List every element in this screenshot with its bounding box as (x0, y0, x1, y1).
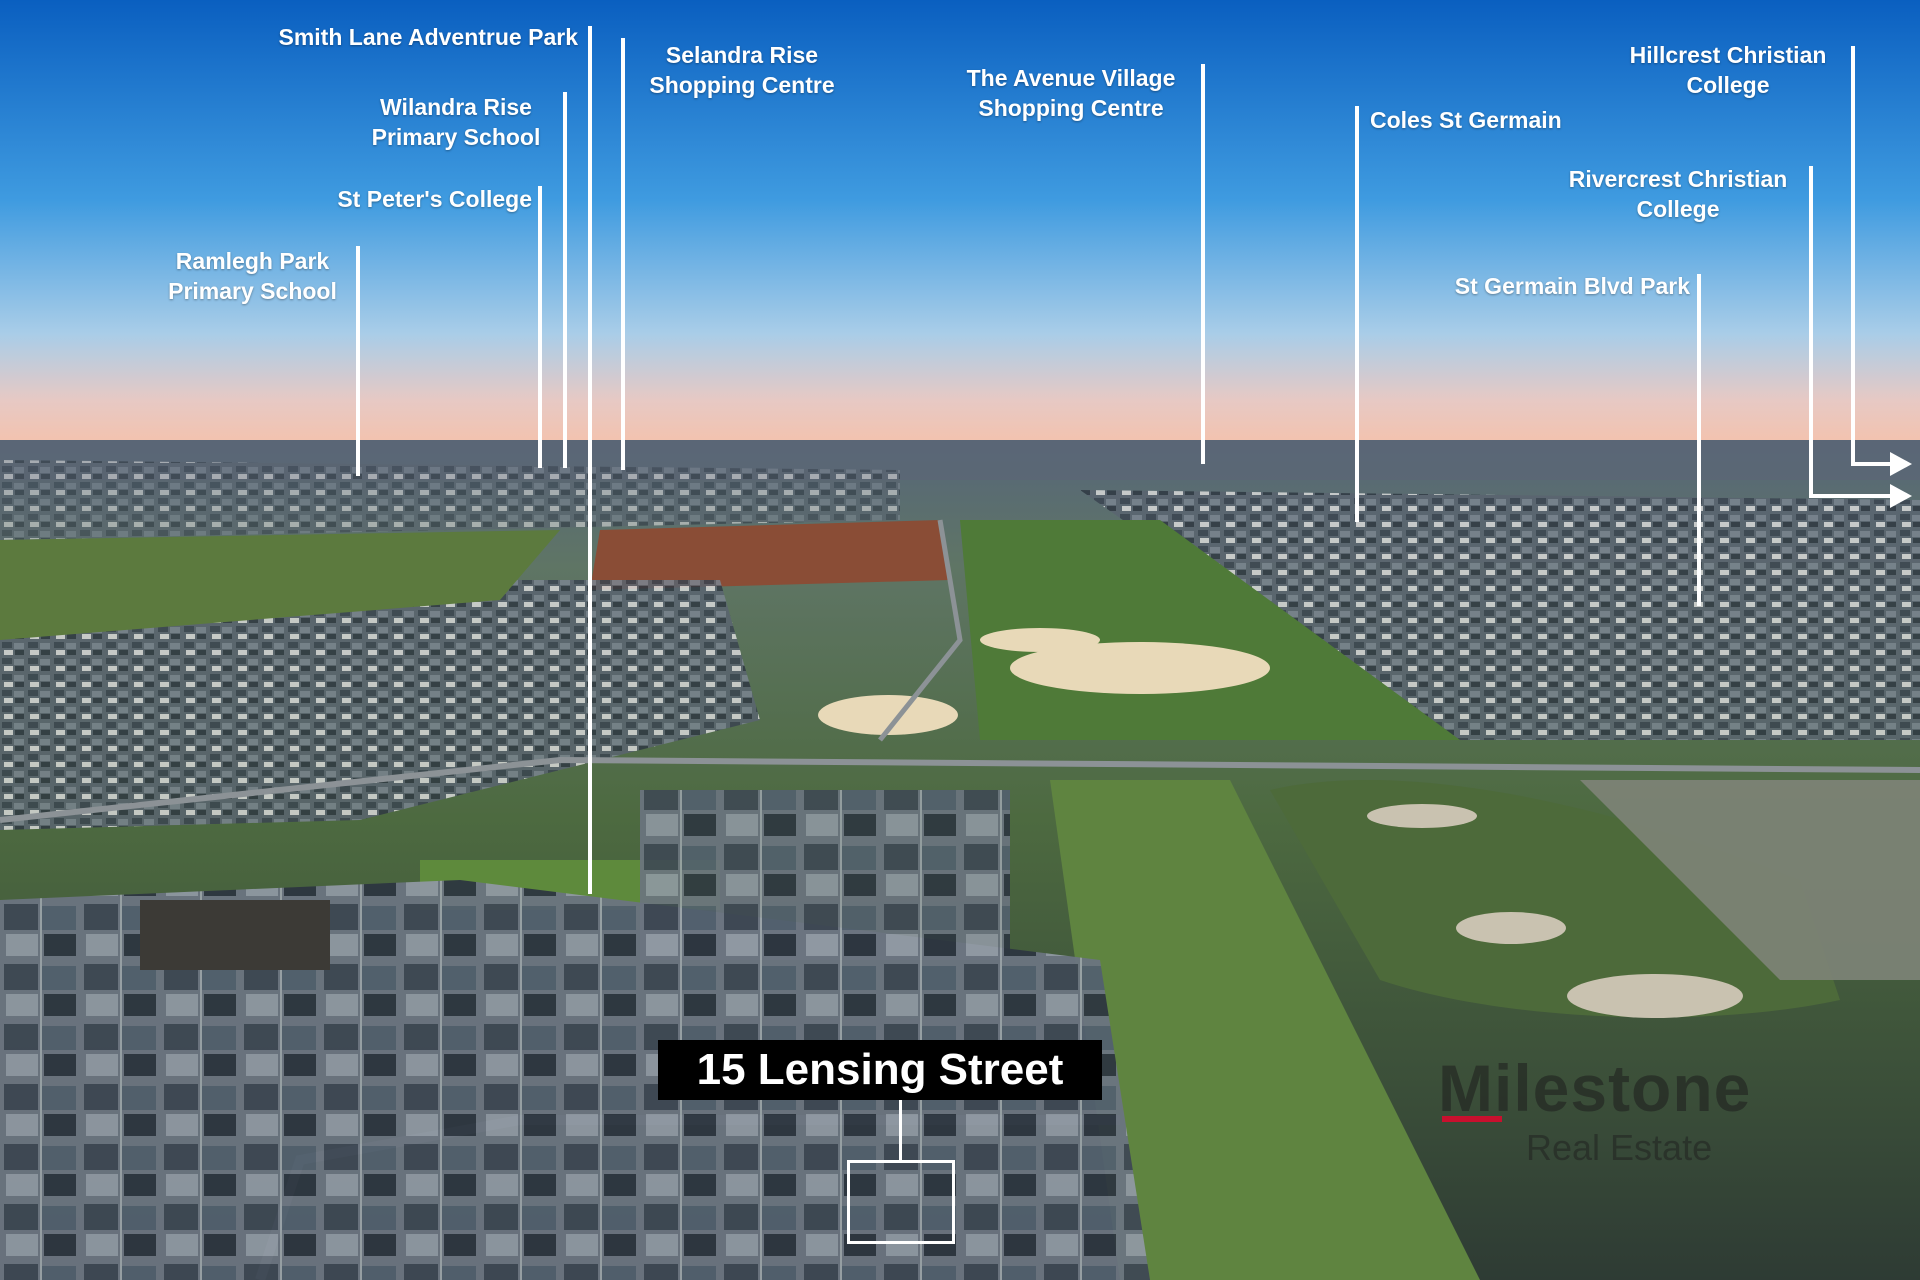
label-line: Hillcrest Christian (1629, 42, 1827, 68)
label-line: Primary School (168, 278, 337, 304)
pointer-line-coles (1355, 106, 1359, 522)
brand-accent-bar (1442, 1116, 1502, 1122)
property-address-label: 15 Lensing Street (658, 1040, 1102, 1100)
label-avenue-village-shopping-centre: The Avenue Village Shopping Centre (952, 63, 1190, 123)
label-wilandra-rise-primary-school: Wilandra Rise Primary School (348, 92, 564, 152)
label-selandra-rise-shopping-centre: Selandra Rise Shopping Centre (632, 40, 852, 100)
label-line: Smith Lane Adventrue Park (278, 24, 578, 50)
pointer-line-selandra (621, 38, 625, 470)
pointer-line-rivercrest-h (1809, 494, 1891, 498)
label-rivercrest-christian-college: Rivercrest Christian College (1552, 164, 1804, 224)
label-line: Selandra Rise (665, 42, 819, 68)
label-line: College (1686, 72, 1770, 98)
arrow-right-icon (1890, 484, 1912, 508)
pointer-line-hillcrest-h (1851, 462, 1891, 466)
label-ramlegh-park-primary-school: Ramlegh Park Primary School (150, 246, 355, 306)
label-line: Coles St Germain (1370, 107, 1562, 133)
label-line: Shopping Centre (649, 72, 835, 98)
pointer-line-rivercrest (1809, 166, 1813, 498)
label-st-peters-college: St Peter's College (292, 184, 532, 214)
label-line: Rivercrest Christian (1568, 166, 1788, 192)
label-line: Shopping Centre (978, 95, 1164, 121)
label-line: St Peter's College (337, 186, 532, 212)
property-outline (847, 1160, 955, 1244)
pointer-line-ramlegh (356, 246, 360, 476)
label-hillcrest-christian-college: Hillcrest Christian College (1612, 40, 1844, 100)
brand-name: Milestone (1438, 1051, 1752, 1125)
label-line: Ramlegh Park (175, 248, 330, 274)
label-line: Wilandra Rise (380, 94, 532, 120)
pointer-line-st-germain-park (1697, 274, 1701, 606)
label-line: St Germain Blvd Park (1454, 273, 1690, 299)
label-smith-lane-adventure-park: Smith Lane Adventrue Park (220, 22, 578, 52)
brand-tagline: Real Estate (1526, 1127, 1713, 1168)
pointer-line-avenue (1201, 64, 1205, 464)
label-line: Primary School (371, 124, 541, 150)
label-st-germain-blvd-park: St Germain Blvd Park (1410, 271, 1690, 301)
label-line: College (1636, 196, 1720, 222)
pointer-line-hillcrest (1851, 46, 1855, 466)
brand-watermark: Milestone Real Estate (1438, 1048, 1818, 1178)
pointer-line-st-peters (538, 186, 542, 468)
pointer-line-smith-lane (588, 26, 592, 894)
arrow-right-icon (1890, 452, 1912, 476)
label-line: The Avenue Village (966, 65, 1176, 91)
label-coles-st-germain: Coles St Germain (1370, 105, 1600, 135)
pointer-line-wilandra (563, 92, 567, 468)
pointer-line-property (899, 1100, 902, 1160)
